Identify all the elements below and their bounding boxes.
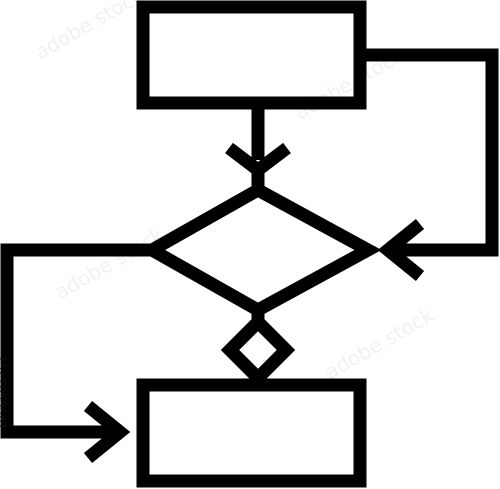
connector-diamond bbox=[220, 312, 296, 388]
right-arrow-head bbox=[83, 400, 131, 464]
watermark-text: adobe stock bbox=[31, 0, 149, 64]
decision-diamond bbox=[138, 182, 382, 318]
watermark-text: adobe stock bbox=[51, 223, 169, 305]
watermark-text: adobe stock bbox=[321, 303, 439, 385]
right-loop-line bbox=[360, 48, 499, 257]
left-arrow-head bbox=[377, 218, 425, 282]
image-id-label: 1956501751 bbox=[0, 355, 9, 430]
bottom-process-box bbox=[136, 378, 367, 488]
left-branch-line bbox=[0, 243, 152, 439]
